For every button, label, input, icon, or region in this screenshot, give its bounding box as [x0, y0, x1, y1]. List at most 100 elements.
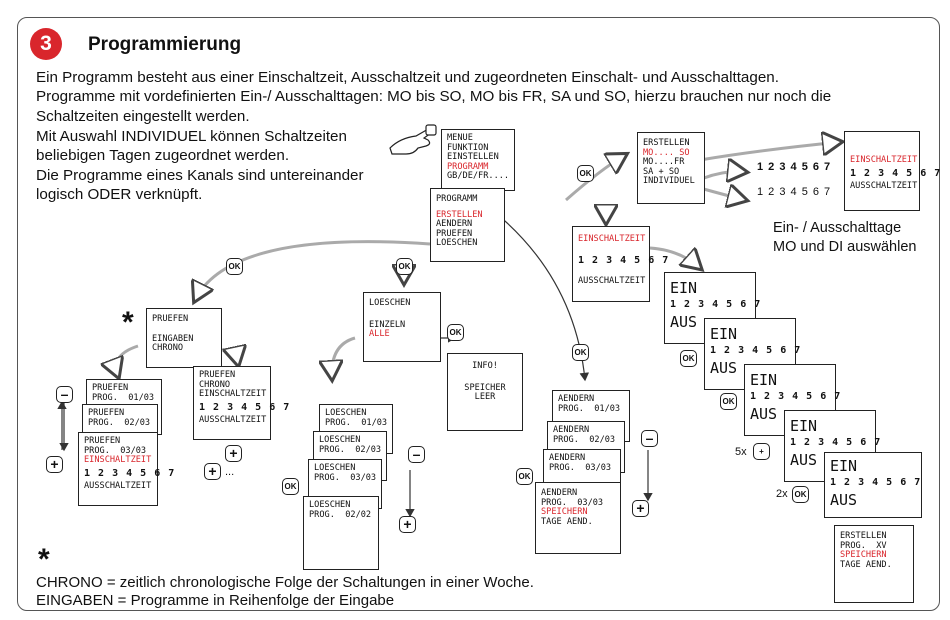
- footer-line: EINGABEN = Programme in Reihenfolge der …: [36, 592, 395, 609]
- lcd-line: GB/DE/FR....: [447, 171, 510, 182]
- lcd-line: PROG. 02/03: [88, 417, 151, 428]
- intro-line: Ein Programm besteht aus einer Einschalt…: [36, 69, 779, 86]
- lcd-line-selected: ERSTELLEN: [436, 209, 483, 220]
- lcd-line: EINZELN: [369, 319, 406, 330]
- days-display: 1 2 3 4 5 6 7: [84, 467, 176, 479]
- asterisk-marker: *: [122, 306, 134, 339]
- lcd-line: PROG. 03/03: [314, 472, 377, 483]
- lcd-line: PRUEFEN: [199, 370, 236, 380]
- intro-line: Programme mit vordefinierten Ein-/ Aussc…: [36, 88, 832, 106]
- lcd-line: AENDERN: [549, 453, 586, 463]
- lcd-line: PROG. 03/03: [549, 462, 612, 473]
- intro-text: Ein Programm besteht aus einer Einschalt…: [36, 68, 936, 126]
- lcd-line: PRUEFEN: [436, 228, 473, 239]
- minus-button[interactable]: –: [56, 386, 73, 403]
- ein-label: EIN: [710, 325, 738, 343]
- repeat-count: 5x: [735, 446, 747, 458]
- ein-label: EIN: [750, 371, 778, 389]
- ellipsis: ...: [225, 466, 235, 478]
- minus-button[interactable]: –: [408, 446, 425, 463]
- days-display: 1 2 3 4 5 6 7: [830, 477, 922, 488]
- days-display: 1 2 3 4 5 6 7: [790, 437, 882, 448]
- asterisk-marker: *: [38, 543, 50, 576]
- days-display: 1 2 3 4 5 6 7: [670, 299, 762, 310]
- lcd-line: PROG. 02/02: [309, 509, 372, 520]
- lcd-line: TAGE AEND.: [541, 516, 593, 527]
- days-caption: Ein- / Ausschalttage MO und DI auswählen: [773, 219, 916, 257]
- ok-button[interactable]: OK: [516, 468, 533, 485]
- ein-label: EIN: [830, 457, 858, 475]
- plus-button[interactable]: +: [399, 516, 416, 533]
- lcd-line: PROG. 01/03: [558, 403, 621, 414]
- lcd-line: AENDERN: [541, 488, 578, 498]
- lcd-title: ERSTELLEN: [643, 138, 690, 148]
- ok-button[interactable]: OK: [396, 258, 413, 275]
- lcd-line: AENDERN: [553, 425, 590, 435]
- plus-button[interactable]: +: [753, 443, 770, 460]
- days-display: 1 2 3 4 5 6 7: [199, 401, 291, 413]
- step-number-badge: 3: [30, 28, 62, 60]
- lcd-line: LOESCHEN: [325, 408, 367, 418]
- lcd-line-selected: ALLE: [369, 329, 390, 340]
- ok-button[interactable]: OK: [226, 258, 243, 275]
- lcd-line: CHRONO: [152, 343, 184, 354]
- side-line: Die Programme eines Kanals sind unterein…: [36, 166, 364, 184]
- lcd-line: LOESCHEN: [314, 463, 356, 473]
- days-display: 1 2 3 4 5 6 7: [757, 186, 832, 198]
- lcd-line: EINGABEN: [152, 333, 194, 344]
- ok-button[interactable]: OK: [572, 344, 589, 361]
- lcd-line: PRUEFEN: [92, 383, 129, 393]
- lcd-line: PRUEFEN: [88, 408, 125, 418]
- lcd-line: INDIVIDUEL: [643, 176, 695, 187]
- page-title: Programmierung: [88, 34, 242, 55]
- ok-button[interactable]: OK: [577, 165, 594, 182]
- lcd-line: PRUEFEN: [84, 436, 121, 446]
- days-display: 1 2 3 4 5 6 7: [757, 161, 832, 173]
- aus-label: AUS: [750, 405, 778, 423]
- lcd-line: AENDERN: [558, 394, 595, 404]
- lcd-line: CHRONO: [199, 379, 231, 390]
- lcd-line: EINSTELLEN: [447, 152, 499, 163]
- lcd-title: LOESCHEN: [369, 298, 411, 308]
- lcd-einschaltzeit-2: EINSCHALTZEIT 1 2 3 4 5 6 7 AUSSCHALTZEIT: [572, 226, 670, 302]
- aus-label: AUS: [830, 491, 858, 509]
- days-display: 1 2 3 4 5 6 7: [750, 391, 842, 402]
- aus-label: AUS: [670, 313, 698, 331]
- plus-button[interactable]: +: [46, 456, 63, 473]
- lcd-line: SA + SO: [643, 166, 680, 177]
- lcd-line: PROG. XV: [840, 540, 887, 551]
- lcd-line-selected: SPEICHERN: [541, 507, 588, 518]
- lcd-line: AUSSCHALTZEIT: [578, 275, 646, 286]
- lcd-title: PRUEFEN: [152, 314, 189, 324]
- lcd-line-selected: EINSCHALTZEIT: [578, 234, 646, 244]
- lcd-line: INFO!: [472, 361, 498, 371]
- lcd-line-selected: SPEICHERN: [840, 550, 887, 561]
- days-display: 1 2 3 4 5 6 7: [578, 254, 670, 266]
- lcd-line: PROG. 02/03: [319, 444, 382, 455]
- ok-button[interactable]: OK: [447, 324, 464, 341]
- lcd-line: PROG. 01/03: [92, 392, 155, 403]
- ok-button[interactable]: OK: [680, 350, 697, 367]
- ok-button[interactable]: OK: [282, 478, 299, 495]
- lcd-line-selected: MO.... SO: [643, 147, 690, 158]
- minus-button[interactable]: –: [641, 430, 658, 447]
- ok-button[interactable]: OK: [792, 486, 809, 503]
- plus-button[interactable]: +: [632, 500, 649, 517]
- ein-label: EIN: [670, 279, 698, 297]
- lcd-line: AENDERN: [436, 219, 473, 230]
- plus-button[interactable]: +: [225, 445, 242, 462]
- lcd-line: AUSSCHALTZEIT: [84, 480, 152, 491]
- ok-button[interactable]: OK: [720, 393, 737, 410]
- days-display: 1 2 3 4 5 6 7: [850, 167, 942, 179]
- lcd-line: MO....FR: [643, 157, 685, 168]
- plus-button[interactable]: +: [204, 463, 221, 480]
